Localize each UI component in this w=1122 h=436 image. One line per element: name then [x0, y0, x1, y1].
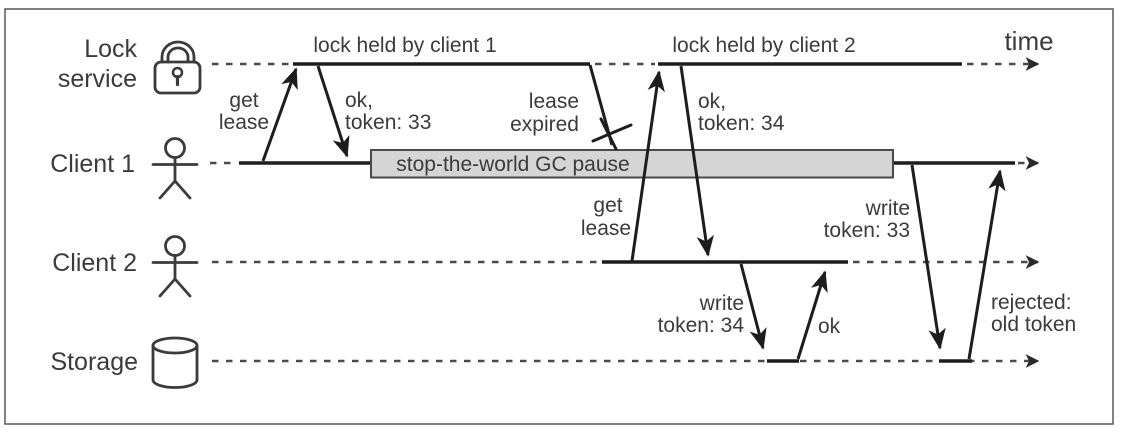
- label-ok-token-33: ok, token: 33: [345, 89, 431, 134]
- arrow-rejected: [967, 169, 1006, 360]
- label-rejected-old-token: rejected: old token: [991, 291, 1076, 336]
- person-icon: [151, 137, 199, 200]
- label-get-lease-2: get lease: [581, 194, 631, 240]
- label-lease-expired: lease expired: [510, 90, 579, 136]
- padlock-icon: [153, 40, 202, 95]
- lost-message-x-icon: [591, 117, 633, 151]
- message-label-line: lease: [581, 217, 631, 240]
- lock-held-by-client-1-label: lock held by client 1: [313, 34, 496, 57]
- gc-pause-label: stop-the-world GC pause: [396, 153, 629, 176]
- lane-label-lock-service-line2: service: [58, 65, 137, 93]
- arrow-get-lease-1: [261, 67, 298, 162]
- message-label-line: token: 34: [658, 314, 745, 337]
- arrow-write-ok: [796, 270, 828, 360]
- lock-held-by-client-2-label: lock held by client 2: [672, 34, 855, 57]
- figure-border: [4, 8, 1114, 425]
- person-icon: [151, 235, 199, 298]
- label-get-lease-1: get lease: [219, 89, 269, 134]
- message-label-line: old token: [991, 313, 1076, 336]
- arrow-get-lease-2: [630, 70, 665, 262]
- gc-pause-box: [370, 149, 894, 179]
- label-write-token-33: write token: 33: [824, 197, 910, 242]
- label-write-ok: ok: [818, 315, 841, 338]
- message-label-line: ok,: [345, 89, 373, 112]
- annotation-line: lease: [529, 90, 579, 113]
- arrow-write-token-33: [910, 164, 946, 350]
- message-label-line: token: 33: [345, 111, 431, 134]
- message-label-line: write: [865, 197, 910, 220]
- annotation-line: expired: [510, 113, 579, 136]
- time-label: time: [1004, 26, 1053, 56]
- message-label-line: lease: [219, 111, 269, 134]
- lane-label-client-1: Client 1: [50, 150, 135, 178]
- message-label-line: ok: [818, 315, 841, 338]
- message-label-line: get: [229, 89, 258, 112]
- message-label-line: rejected:: [991, 291, 1072, 314]
- arrow-write-token-34: [739, 263, 767, 350]
- message-label-line: get: [593, 194, 622, 217]
- label-write-token-34: write token: 34: [658, 292, 745, 337]
- lane-label-lock-service-line1: Lock: [84, 35, 137, 63]
- arrow-ok-token-34: [679, 65, 714, 257]
- lane-label-client-2: Client 2: [52, 249, 137, 277]
- arrow-ok-token-33: [316, 65, 350, 158]
- message-label-line: token: 33: [824, 219, 910, 242]
- message-label-line: token: 34: [698, 112, 785, 135]
- label-ok-token-34: ok, token: 34: [698, 90, 785, 135]
- message-label-line: write: [699, 292, 744, 315]
- lane-label-storage: Storage: [50, 348, 138, 376]
- database-cylinder-icon: [151, 336, 199, 389]
- message-label-line: ok,: [698, 90, 726, 113]
